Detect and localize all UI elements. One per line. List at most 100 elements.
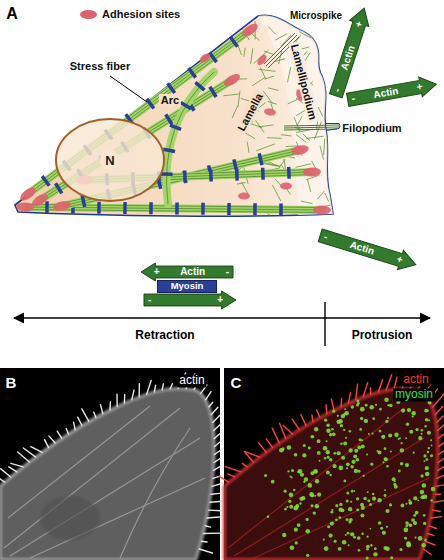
- myosin-dot: [351, 460, 355, 464]
- myosin-dot: [357, 446, 361, 450]
- myosin-dot: [384, 398, 389, 403]
- myosin-dot: [288, 500, 291, 503]
- myosin-dot: [366, 536, 368, 538]
- myosin-dot: [290, 546, 294, 550]
- myosin-dot: [401, 408, 405, 412]
- myosin-dot: [394, 480, 396, 482]
- myosin-dot: [413, 514, 416, 517]
- myosin-dot: [267, 515, 270, 518]
- myosin-dot: [357, 536, 361, 540]
- actin-filament: [269, 27, 276, 34]
- filopodium-spike: [132, 390, 134, 400]
- myosin-dot: [344, 411, 349, 416]
- filopodium-spike: [206, 392, 211, 400]
- myosin-dot: [423, 460, 425, 462]
- actin-filament: [306, 136, 324, 138]
- panel-letter: B: [4, 375, 19, 392]
- panel-letter: A: [6, 5, 18, 23]
- adhesion-site: [52, 200, 72, 213]
- myosin-dot: [302, 453, 306, 457]
- myosin-dot: [337, 415, 339, 417]
- myosin-dot: [409, 501, 412, 504]
- myosin-dot: [326, 470, 330, 474]
- myosin-dot: [372, 433, 374, 435]
- legend-item: Adhesion sites: [80, 8, 180, 20]
- myosin-band: [235, 169, 239, 181]
- filopodium-spike: [0, 478, 5, 482]
- myosin-dot: [409, 430, 413, 434]
- filopodium-spike: [431, 517, 442, 518]
- myosin-dot: [403, 528, 408, 533]
- myosin-dot: [293, 506, 298, 511]
- filopodium-spike: [124, 395, 126, 404]
- myosin-dot: [304, 477, 308, 481]
- myosin-dot: [329, 458, 333, 462]
- myosin-dot: [300, 473, 304, 477]
- adhesion-site: [290, 144, 310, 157]
- myosin-dot: [346, 492, 349, 495]
- filopodium-spike: [214, 423, 222, 431]
- myosin-dot: [315, 479, 319, 483]
- myosin-dot: [382, 531, 386, 535]
- panel-letter: C: [229, 375, 244, 392]
- filopodium-spike: [138, 384, 140, 397]
- actin-filament: [268, 88, 279, 91]
- myosin-dot: [327, 525, 330, 528]
- myosin-dot: [340, 424, 343, 427]
- myosin-dot: [361, 532, 364, 535]
- node-text: -: [351, 94, 356, 104]
- node-text: -: [226, 267, 229, 277]
- node-text-row: N: [55, 118, 165, 202]
- legend-text: Adhesion sites: [102, 8, 180, 20]
- myosin-band: [253, 203, 257, 215]
- filopodium-spike: [301, 415, 306, 426]
- myosin-dot: [343, 429, 345, 431]
- filopodium-spike: [31, 447, 42, 453]
- myosin-dot: [374, 547, 377, 550]
- myosin-band: [209, 53, 216, 63]
- myosin-dot: [384, 494, 387, 497]
- myosin-dot: [413, 521, 417, 525]
- myosin-dot: [386, 465, 389, 468]
- myosin-dot: [348, 507, 352, 511]
- actin-filament: [256, 144, 275, 151]
- node-text-row: Myosin: [157, 280, 217, 293]
- node-text: Actin: [339, 45, 356, 72]
- filopodium-spike: [394, 377, 397, 389]
- filopodium-spike: [162, 384, 163, 390]
- myosin-dot: [399, 548, 402, 551]
- myosin-dot: [378, 521, 382, 525]
- filopodium-spike: [292, 419, 299, 430]
- myosin-dot: [377, 450, 379, 452]
- adhesion-site: [198, 51, 212, 64]
- myosin-dot: [424, 539, 427, 542]
- myosin-dot: [430, 454, 433, 457]
- filopodium-spike: [429, 526, 436, 529]
- actin-filament: [304, 53, 310, 62]
- myosin-dot: [341, 414, 345, 418]
- myosin-dot: [306, 554, 309, 557]
- myosin-dot: [340, 443, 342, 445]
- myosin-dot: [360, 417, 363, 420]
- myosin-dot: [361, 445, 365, 449]
- adhesion-site: [255, 53, 268, 67]
- actin-filament: [281, 135, 291, 136]
- filopodium-spike: [78, 417, 82, 425]
- myosin-dot: [349, 430, 352, 433]
- filopodium-spike: [435, 494, 440, 495]
- myosin-arrow: -+: [144, 291, 236, 309]
- filopodium-spike: [435, 406, 443, 415]
- myosin-dot: [398, 438, 400, 440]
- actin-filament: [296, 134, 306, 142]
- filopodium-spike: [109, 402, 111, 410]
- myosin-dot: [353, 536, 356, 539]
- myosin-dot: [417, 499, 419, 501]
- myosin-dot: [287, 445, 292, 450]
- filopodium-spike: [225, 467, 241, 472]
- filopodium-spike: [201, 541, 207, 543]
- myosin-dot: [356, 403, 359, 406]
- filopodium-spike: [370, 388, 372, 395]
- myosin-dot: [363, 497, 366, 500]
- myosin-dot: [425, 418, 429, 422]
